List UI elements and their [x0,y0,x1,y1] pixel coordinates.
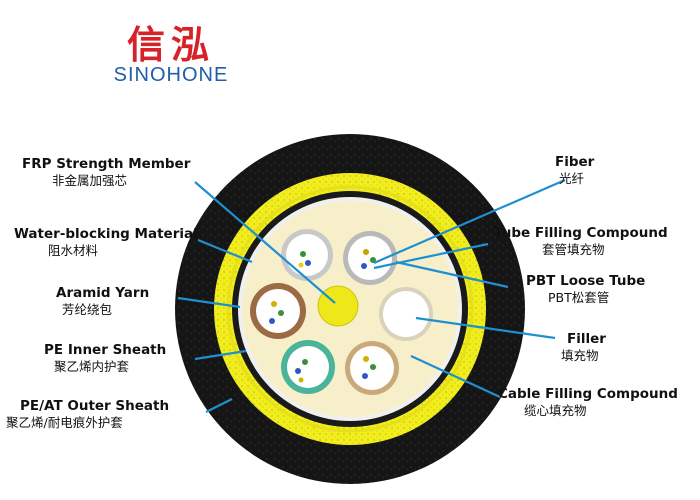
label-fiber-en: Fiber [555,154,595,170]
filler-rod [379,287,433,341]
label-tube-fill-cn: 套管填充物 [542,241,605,257]
label-pe-outer-sheath: PE/AT Outer Sheath 聚乙烯/耐电痕外护套 [4,398,214,431]
label-pe-inner-cn: 聚乙烯内护套 [54,358,130,374]
loose-tube-left [250,283,306,339]
label-fiber: Fiber 光纤 [555,154,635,187]
label-pbt-cn: PBT松套管 [548,289,610,305]
label-frp-en: FRP Strength Member [22,156,191,172]
label-aramid-yarn: Aramid Yarn 芳纶绕包 [56,285,186,318]
label-tube-fill-en: Tube Filling Compound [494,225,668,241]
label-aramid-en: Aramid Yarn [56,285,150,301]
aramid-yarn-inner-edge [226,185,474,433]
label-cable-fill-cn: 缆心填充物 [524,402,587,418]
label-water-cn: 阻水材料 [48,242,99,258]
brand-logo: 信泓 SINOHONE [96,14,246,94]
label-water-blocking: Water-blocking Material 阻水材料 [14,226,204,259]
label-pbt-en: PBT Loose Tube [526,273,646,289]
label-cable-filling: Cable Filling Compound 缆心填充物 [498,386,696,419]
leader-frp [194,181,336,304]
leader-pbt [395,260,509,289]
leader-water [197,238,253,264]
leader-aramid [177,296,241,309]
frp-strength-member [317,285,359,327]
label-pe-inner-en: PE Inner Sheath [44,342,167,358]
label-pe-inner-sheath: PE Inner Sheath 聚乙烯内护套 [44,342,194,375]
leader-pe-outer [205,398,233,413]
leader-pe-inner [194,349,247,361]
loose-tube-bottom-right [345,341,399,395]
label-cable-fill-en: Cable Filling Compound [498,386,678,402]
logo-chinese-name: 信泓 [126,23,215,67]
leader-tube-fill [373,242,489,270]
loose-tube-bottom-left [281,340,335,394]
label-filler: Filler 填充物 [561,331,641,364]
logo-english-name: SINOHONE [113,64,229,86]
label-pbt-loose-tube: PBT Loose Tube PBT松套管 [526,273,686,306]
label-filler-en: Filler [567,331,606,347]
label-water-en: Water-blocking Material [14,226,198,242]
leader-cable-fill [410,355,501,398]
label-fiber-cn: 光纤 [559,170,585,186]
loose-tube-top-left [281,229,333,281]
loose-tube-top-right [343,231,397,285]
label-tube-filling: Tube Filling Compound 套管填充物 [494,225,694,258]
label-aramid-cn: 芳纶绕包 [62,301,113,317]
label-frp-cn: 非金属加强芯 [52,172,128,188]
label-pe-outer-en: PE/AT Outer Sheath [20,398,170,414]
label-frp: FRP Strength Member 非金属加强芯 [22,156,190,189]
label-filler-cn: 填充物 [561,347,599,363]
label-pe-outer-cn: 聚乙烯/耐电痕外护套 [6,414,123,430]
leader-fiber [373,178,566,265]
leader-filler [415,316,556,340]
